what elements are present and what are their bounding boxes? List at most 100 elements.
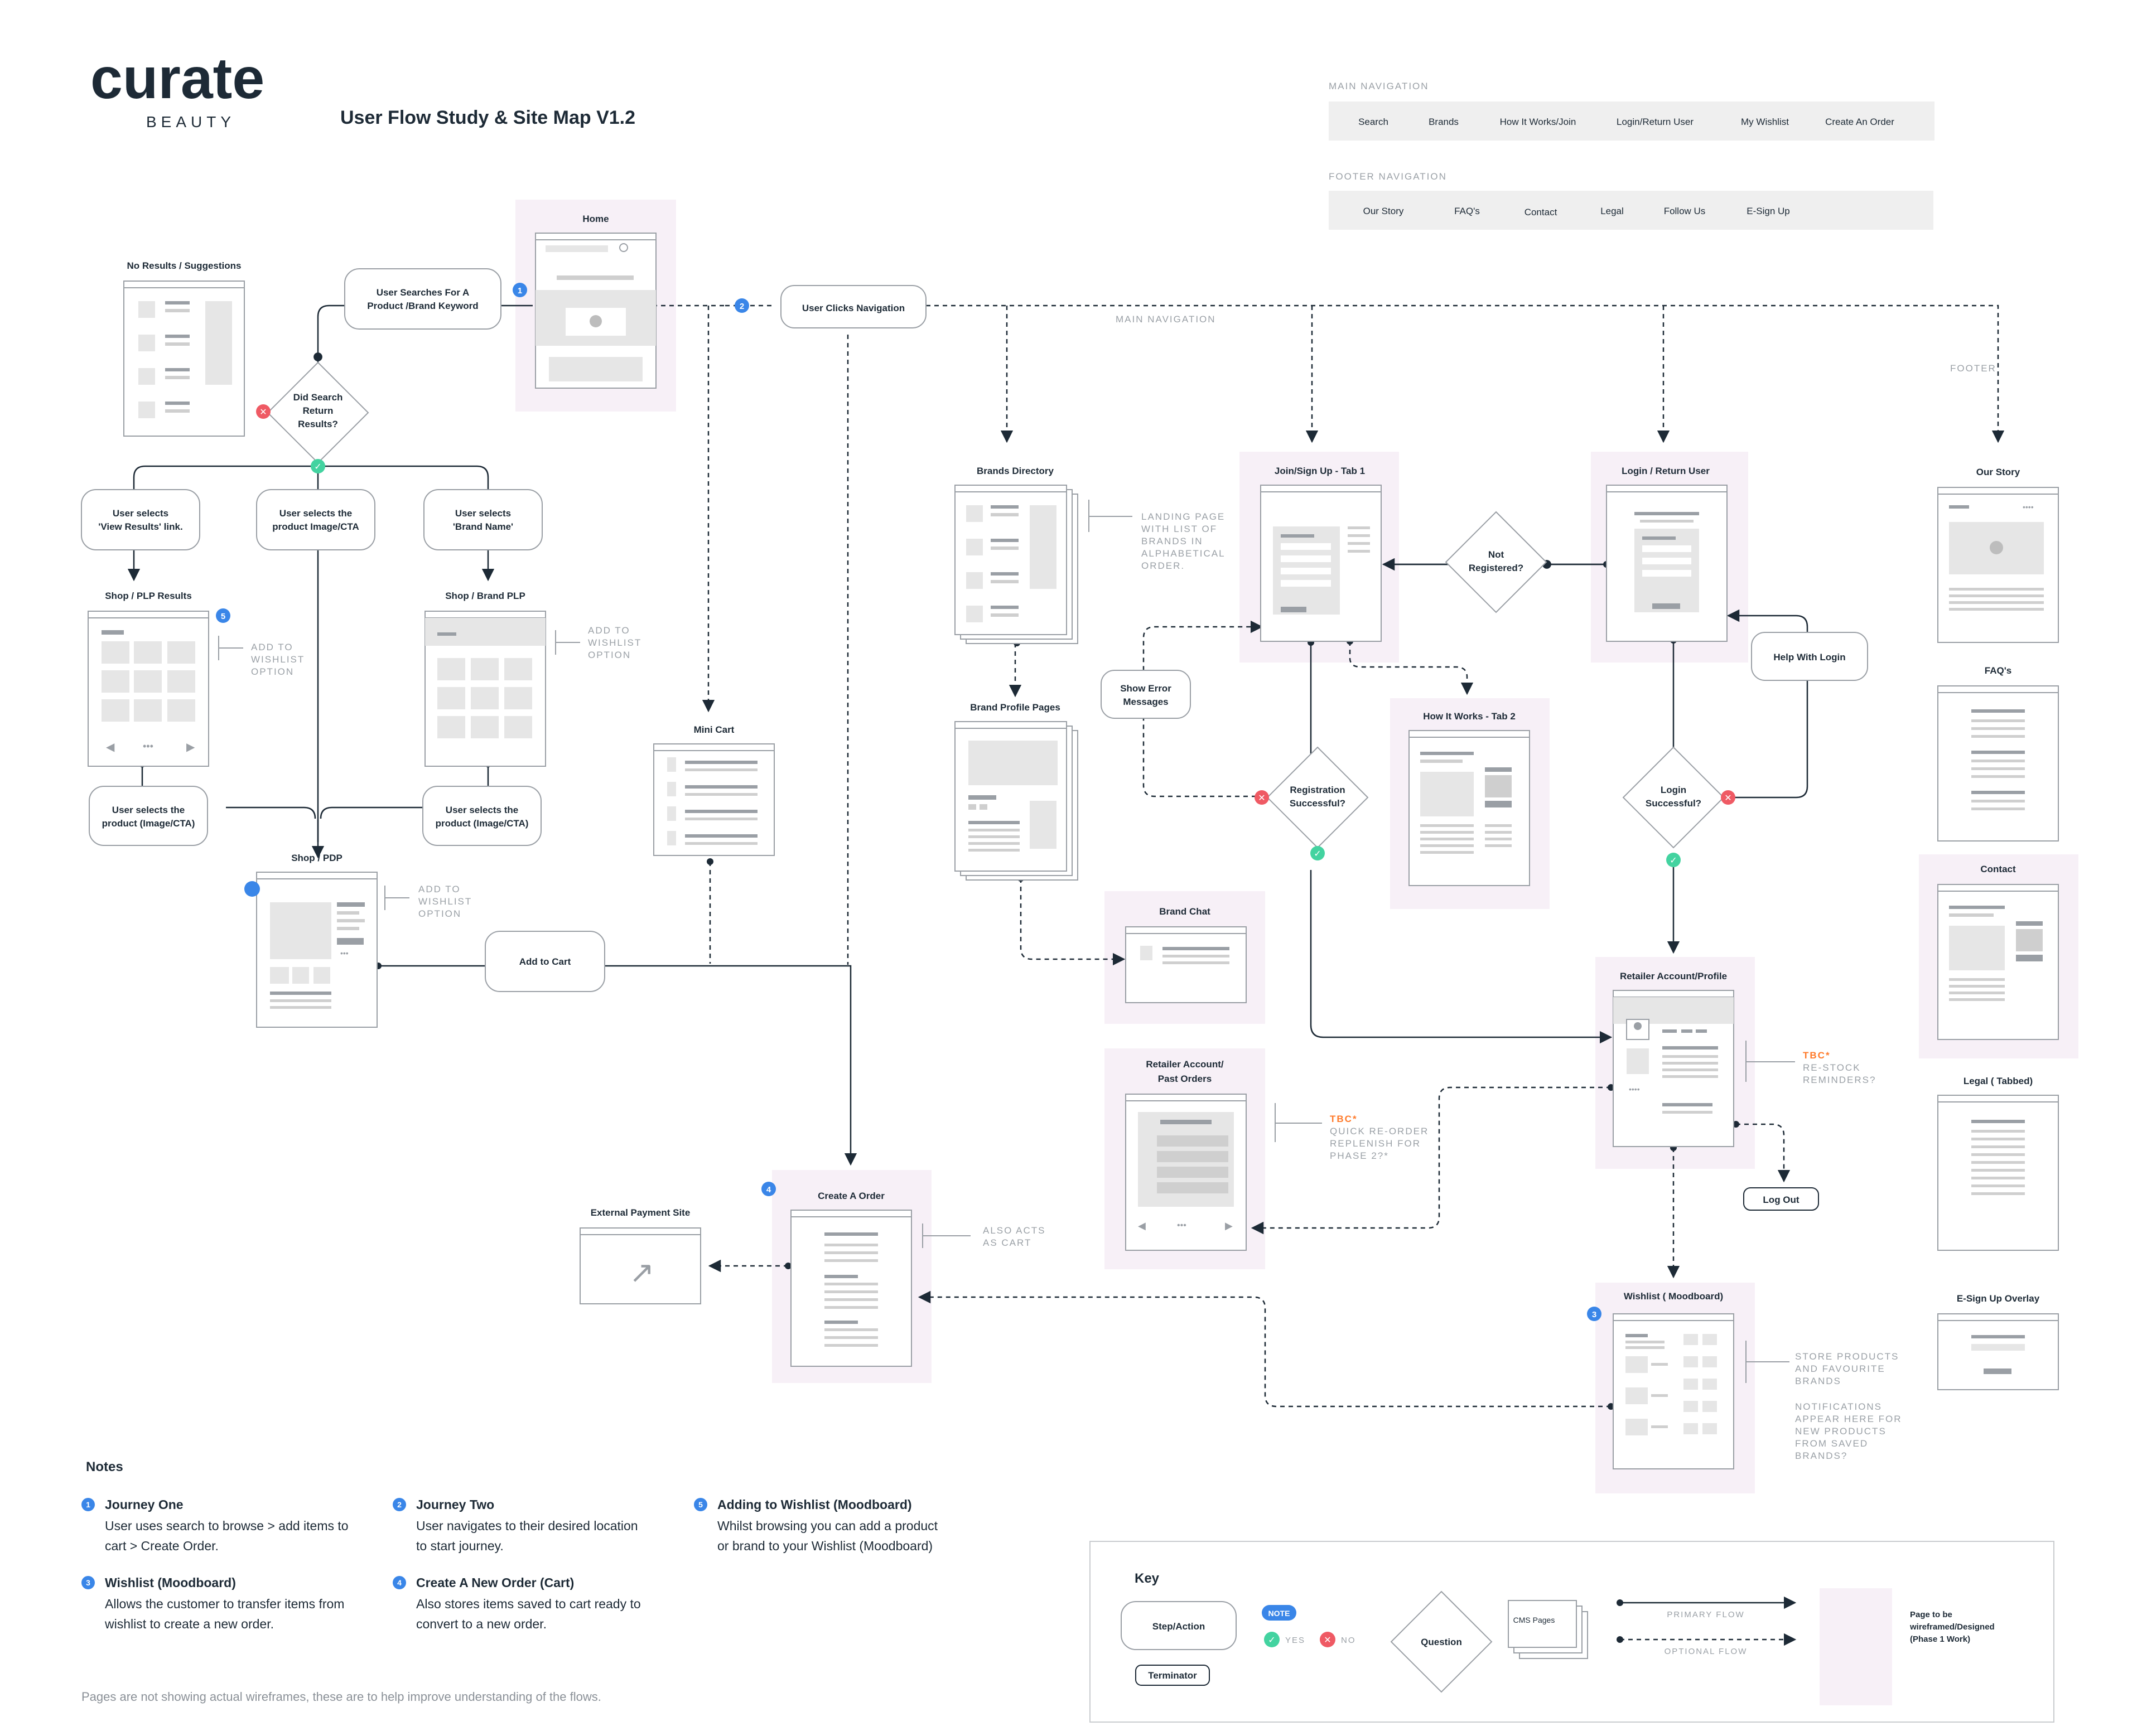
footer-line-label: FOOTER <box>1950 363 1996 374</box>
note-3-line2: wishlist to create a new order. <box>104 1617 274 1631</box>
note-5-badge <box>694 1498 707 1511</box>
page-home[interactable]: Home <box>535 214 657 389</box>
page-brand-plp[interactable]: Shop / Brand PLP <box>424 591 546 767</box>
step-select-image-line1[interactable]: User selects the <box>279 508 352 519</box>
note-2-title: Journey Two <box>416 1497 494 1512</box>
note-4-line2: convert to a new order. <box>416 1617 547 1631</box>
step-search-line1[interactable]: User Searches For A <box>377 287 470 298</box>
annotation-store-2: AND FAVOURITE <box>1795 1363 1885 1374</box>
page-faqs[interactable]: FAQ's <box>1937 665 2059 842</box>
annotation-wish-pdp-2: WISHLIST <box>418 896 472 907</box>
page-our-story-title: Our Story <box>1976 467 2020 477</box>
plp-prev-icon: ◀ <box>106 741 115 753</box>
main-nav-item-login[interactable]: Login/Return User <box>1617 117 1694 127</box>
page-retailer-past-orders[interactable]: Retailer Account/ Past Orders ◀ ▶ ••• <box>1125 1059 1247 1251</box>
note-4-title: Create A New Order (Cart) <box>416 1575 574 1590</box>
journey-marker-2 <box>735 298 749 313</box>
annotation-wish-brand-3: OPTION <box>588 650 631 660</box>
legend-step-shape <box>1121 1601 1237 1650</box>
page-how-it-works[interactable]: How It Works - Tab 2 <box>1408 711 1530 886</box>
no-icon-glyph: ✕ <box>259 408 267 417</box>
question-diamonds <box>267 361 1725 849</box>
step-plp-select-line1[interactable]: User selects the <box>112 805 185 815</box>
main-nav-item-brands[interactable]: Brands <box>1429 117 1459 127</box>
step-show-error-line2[interactable]: Messages <box>1123 697 1168 707</box>
legend-cms-shape-1 <box>1508 1600 1577 1648</box>
legend-cms-label: CMS Pages <box>1513 1616 1555 1624</box>
page-create-order[interactable]: Create A Order <box>790 1191 912 1367</box>
notes-section: Notes 1 Journey One User uses search to … <box>81 1459 938 1704</box>
legend-key: Key Step/Action Terminator NOTE ✓ YES ✕ … <box>1089 1541 2054 1723</box>
page-mini-cart-title: Mini Cart <box>694 724 735 735</box>
page-how-it-works-title: How It Works - Tab 2 <box>1423 711 1516 722</box>
page-mini-cart[interactable]: Mini Cart <box>653 724 775 856</box>
main-nav-item-create-order[interactable]: Create An Order <box>1825 117 1894 127</box>
step-brand-select-line2[interactable]: product (Image/CTA) <box>436 818 529 829</box>
main-nav-item-wishlist[interactable]: My Wishlist <box>1741 117 1789 127</box>
annotation-brackets <box>218 500 1795 1383</box>
page-brand-profile-title: Brand Profile Pages <box>970 702 1060 713</box>
page-join-signup[interactable]: Join/Sign Up - Tab 1 <box>1260 466 1382 642</box>
step-brand-select-line1[interactable]: User selects the <box>446 805 518 815</box>
step-show-error-line1[interactable]: Show Error <box>1120 683 1171 694</box>
footer-nav-item-our-story[interactable]: Our Story <box>1363 206 1404 216</box>
annotation-wish-plp-3: OPTION <box>251 666 294 677</box>
footer-nav-item-follow-us[interactable]: Follow Us <box>1664 206 1706 216</box>
step-help-with-login[interactable]: Help With Login <box>1773 652 1845 663</box>
step-clicks-navigation[interactable]: User Clicks Navigation <box>802 303 905 313</box>
step-view-results-line1[interactable]: User selects <box>113 508 168 519</box>
log-out-label[interactable]: Log Out <box>1763 1195 1799 1205</box>
step-plp-select-line2[interactable]: product (Image/CTA) <box>102 818 195 829</box>
note-5-line2: or brand to your Wishlist (Moodboard) <box>717 1539 933 1553</box>
footer-nav-item-contact[interactable]: Contact <box>1525 207 1557 217</box>
page-no-results[interactable]: No Results / Suggestions <box>123 260 245 437</box>
legend-no-glyph: ✕ <box>1324 1636 1331 1645</box>
page-brand-chat[interactable]: Brand Chat <box>1125 906 1247 1003</box>
main-nav-item-how-it-works[interactable]: How It Works/Join <box>1500 117 1576 127</box>
optional-flow-connectors <box>653 304 2005 1408</box>
annotation-wish-pdp-1: ADD TO <box>418 884 461 894</box>
page-external-payment[interactable]: External Payment Site ↗ <box>580 1207 701 1304</box>
annotation-wish-plp-1: ADD TO <box>251 642 293 652</box>
footer-nav-item-faqs[interactable]: FAQ's <box>1454 206 1480 216</box>
page-past-orders-title-2: Past Orders <box>1158 1073 1212 1084</box>
legend-yes-glyph: ✓ <box>1268 1636 1275 1645</box>
plp-pager-dots-icon: ••• <box>143 741 153 752</box>
footer-nav-item-legal[interactable]: Legal <box>1600 206 1624 216</box>
main-nav-item-search[interactable]: Search <box>1358 117 1388 127</box>
annotation-landing-2: WITH LIST OF <box>1141 524 1217 534</box>
legend-yes-icon <box>1264 1632 1280 1647</box>
page-contact-title: Contact <box>1980 864 2016 874</box>
step-search-line2[interactable]: Product /Brand Keyword <box>367 301 478 311</box>
page-pdp[interactable]: Shop / PDP ••• <box>256 853 378 1028</box>
footer-nav-item-esignup[interactable]: E-Sign Up <box>1747 206 1789 216</box>
step-select-image-line2[interactable]: product Image/CTA <box>272 521 359 532</box>
terminator-log-out[interactable]: Log Out <box>1743 1187 1819 1211</box>
page-past-orders-title-1: Retailer Account/ <box>1146 1059 1223 1070</box>
note-4-line1: Also stores items saved to cart ready to <box>416 1597 641 1611</box>
annotation-reorder-3: PHASE 2?* <box>1330 1150 1389 1161</box>
primary-flow-connectors <box>127 304 1808 1279</box>
step-brand-name-line2[interactable]: 'Brand Name' <box>453 521 513 532</box>
page-legal[interactable]: Legal ( Tabbed) <box>1937 1076 2059 1251</box>
step-view-results-line2[interactable]: 'View Results' link. <box>98 521 182 532</box>
page-wishlist[interactable]: Wishlist ( Moodboard) <box>1613 1291 1734 1469</box>
page-login[interactable]: Login / Return User <box>1606 466 1728 642</box>
annotation-notify-1: NOTIFICATIONS <box>1795 1401 1882 1412</box>
notes-disclaimer: Pages are not showing actual wireframes,… <box>81 1690 601 1704</box>
page-brands-directory[interactable]: Brands Directory <box>954 466 1078 644</box>
step-add-to-cart[interactable]: Add to Cart <box>519 956 571 967</box>
page-our-story[interactable]: Our Story •••• <box>1937 467 2059 643</box>
page-retailer-profile[interactable]: Retailer Account/Profile •••• <box>1613 971 1734 1147</box>
page-esignup-overlay[interactable]: E-Sign Up Overlay <box>1937 1293 2059 1390</box>
note-1-line1: User uses search to browse > add items t… <box>105 1519 349 1533</box>
page-plp-results[interactable]: Shop / PLP Results ◀ ▶ ••• <box>88 591 209 767</box>
legend-optional-label: OPTIONAL FLOW <box>1665 1647 1748 1656</box>
annotation-tbc-restock: TBC* <box>1803 1050 1831 1061</box>
step-brand-name-line1[interactable]: User selects <box>455 508 511 519</box>
page-no-results-title: No Results / Suggestions <box>127 260 242 271</box>
page-brand-profile-pages[interactable]: Brand Profile Pages <box>954 702 1078 881</box>
question-registration-line2: Successful? <box>1290 798 1345 809</box>
page-contact[interactable]: Contact <box>1937 864 2059 1040</box>
main-nav-title: MAIN NAVIGATION <box>1329 81 1429 91</box>
